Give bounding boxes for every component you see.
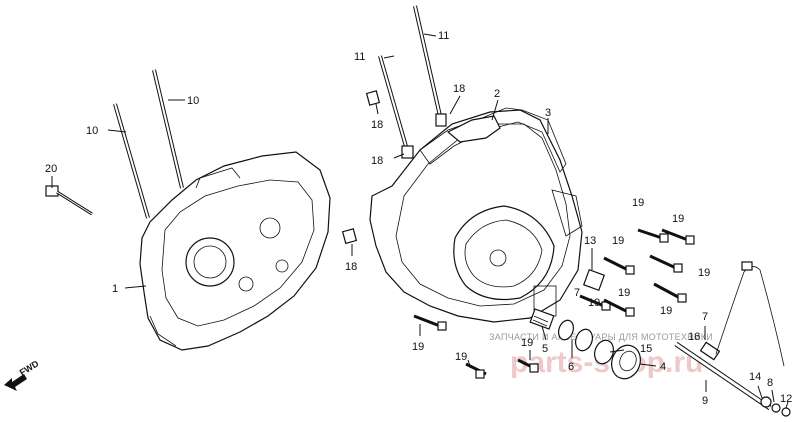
neutral-switch-cable-7 (715, 261, 785, 367)
bolt-20 (45, 185, 93, 216)
callout-19i: 19 (455, 351, 467, 363)
stud-bolt-11-right (413, 5, 442, 117)
callout-10b: 10 (187, 95, 199, 107)
gasket-3 (419, 107, 567, 173)
callout-18a: 18 (453, 83, 465, 95)
dowel-pin-18a (365, 90, 381, 106)
callout-16: 16 (688, 331, 700, 343)
callout-18c: 18 (371, 155, 383, 167)
leader-lines (51, 33, 789, 409)
callout-13: 13 (584, 235, 596, 247)
callout-4: 4 (660, 361, 666, 373)
callout-19c: 19 (612, 235, 624, 247)
callout-15: 15 (640, 343, 652, 355)
bolts-19 (413, 228, 695, 379)
callout-10a: 10 (86, 125, 98, 137)
callout-2: 2 (494, 88, 500, 100)
dowel-pin-18c (435, 113, 447, 127)
callout-19d: 19 (698, 267, 710, 279)
dowel-pin-18d (341, 228, 358, 245)
callout-5: 5 (542, 343, 548, 355)
callout-19g: 19 (660, 305, 672, 317)
callout-19j: 19 (521, 337, 533, 349)
fwd-arrow-icon: FWD (4, 358, 41, 391)
dowel-pin-18b (401, 145, 414, 159)
stud-bolt-11-left (378, 55, 409, 151)
spring-15 (593, 339, 615, 365)
o-ring-6 (557, 319, 594, 352)
washer-14 (760, 396, 772, 408)
left-crankcase-half (139, 151, 331, 351)
callout-6: 6 (568, 361, 574, 373)
watermark-text: ЗАПЧАСТИ И АКСЕССУАРЫ ДЛЯ МОТОТЕХНИКИ (489, 332, 713, 342)
breather-plate-2 (446, 115, 501, 143)
nut-8 (771, 403, 781, 413)
cap-13 (582, 268, 606, 292)
callout-11b: 11 (438, 30, 449, 42)
cap-12 (781, 407, 791, 417)
callout-19e: 19 (618, 287, 630, 299)
callout-9: 9 (702, 395, 708, 407)
callout-19h: 19 (412, 341, 424, 353)
callout-7a: 7 (574, 287, 580, 299)
fwd-label: FWD (18, 358, 41, 378)
callout-20: 20 (45, 163, 57, 175)
stud-bolt-10-left (113, 103, 150, 219)
callout-8: 8 (767, 377, 773, 389)
callout-19a: 19 (632, 197, 644, 209)
callout-1: 1 (112, 283, 118, 295)
callout-7b: 7 (702, 311, 708, 323)
callout-19f: 19 (588, 297, 600, 309)
cap-4 (611, 344, 641, 380)
callout-3: 3 (545, 107, 551, 119)
callout-14: 14 (749, 371, 761, 383)
callout-numbers: 1 2 3 4 5 6 7 7 8 9 10 10 11 11 12 13 14… (45, 30, 792, 407)
callout-12: 12 (780, 393, 792, 405)
callout-18d: 18 (345, 261, 357, 273)
oil-strainer-5 (529, 308, 555, 330)
right-crankcase-half (369, 109, 583, 323)
callout-11a: 11 (354, 51, 365, 63)
shaft-9 (674, 341, 772, 411)
callout-19b: 19 (672, 213, 684, 225)
callout-18b: 18 (371, 119, 383, 131)
stud-bolt-10-right (152, 69, 184, 189)
